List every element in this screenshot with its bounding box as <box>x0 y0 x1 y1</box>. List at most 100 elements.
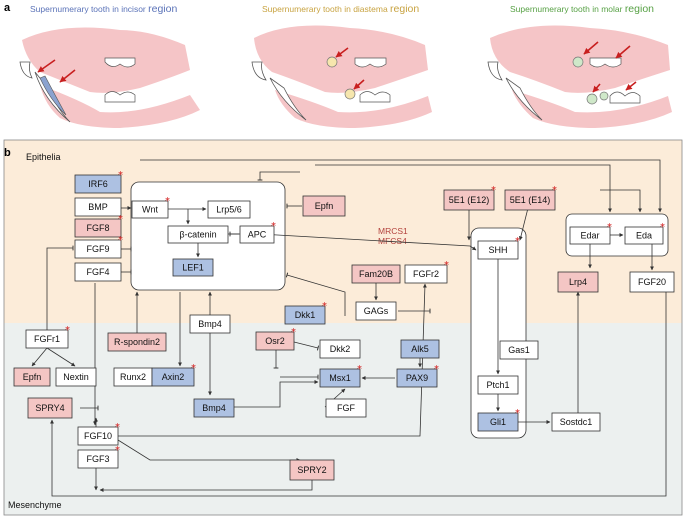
svg-text:Eda: Eda <box>636 231 652 241</box>
node-dkk1: Dkk1 * <box>284 301 327 325</box>
inhibition-edge <box>285 272 346 316</box>
node-lef1: LEF1 <box>172 258 214 277</box>
activation-edge <box>600 189 642 213</box>
svg-text:5E1 (E12): 5E1 (E12) <box>449 195 490 205</box>
panel-b-frame <box>3 139 683 516</box>
significance-star: * <box>165 196 170 207</box>
node-fgf3: FGF3 * <box>77 445 120 469</box>
jaw-molar-illustration <box>487 25 672 128</box>
svg-text:Edar: Edar <box>580 231 599 241</box>
svg-text:Lrp5/6: Lrp5/6 <box>216 205 242 215</box>
molar-title: Supernumerary tooth in molar region <box>510 3 654 15</box>
shh-pathway-group <box>470 227 527 439</box>
svg-text:SPRY2: SPRY2 <box>297 465 326 475</box>
svg-text:Wnt: Wnt <box>142 205 159 215</box>
node-e14: 5E1 (E14)* <box>504 185 557 211</box>
svg-text:FGF3: FGF3 <box>86 454 109 464</box>
node-fgfr1: FGFr1* <box>25 325 70 349</box>
svg-text:β-catenin: β-catenin <box>179 230 216 240</box>
node-runx2: Runx2 <box>113 367 153 387</box>
svg-text:Lrp4: Lrp4 <box>569 277 587 287</box>
node-edar: Edar * <box>569 222 612 245</box>
svg-text:FGFr2: FGFr2 <box>413 269 439 279</box>
svg-text:Alk5: Alk5 <box>411 344 429 354</box>
incisor-title: Supernumerary tooth in incisor region <box>30 3 177 15</box>
node-gas1: Gas1 <box>499 340 539 360</box>
node-rspondin2: R-spondin2 <box>107 332 167 352</box>
svg-text:APC: APC <box>248 230 267 240</box>
significance-star: * <box>491 185 496 196</box>
svg-text:PAX9: PAX9 <box>406 373 428 383</box>
activation-edge <box>118 283 427 437</box>
node-fgf9: FGF9* <box>74 235 123 259</box>
activation-edge <box>46 347 76 367</box>
node-bmp: BMP <box>74 197 122 217</box>
significance-star: * <box>118 235 123 246</box>
node-msx1: Msx1 * <box>319 364 362 388</box>
activation-edge <box>99 480 313 492</box>
svg-text:Runx2: Runx2 <box>120 372 146 382</box>
panel-a-letter: a <box>4 2 11 14</box>
inhibition-edge <box>257 171 300 181</box>
svg-text:Dkk2: Dkk2 <box>330 344 351 354</box>
node-apc: APC* <box>239 221 276 244</box>
significance-star: * <box>434 364 439 375</box>
significance-star: * <box>65 325 70 336</box>
svg-text:BMP: BMP <box>88 202 108 212</box>
activation-edge <box>234 380 319 408</box>
epithelia-label: Epithelia <box>26 152 61 162</box>
node-bmp4b: Bmp4 <box>193 398 235 418</box>
panel-b-label: b <box>4 147 11 159</box>
mfcs4-label: MFCS4 <box>378 236 407 246</box>
significance-star: * <box>115 445 120 456</box>
node-spry2: SPRY2 <box>289 459 335 481</box>
pathway-nodes: IRF6*BMPFGF8*FGF9*FGF4Wnt*Lrp5/6β-cateni… <box>13 170 675 481</box>
significance-star: * <box>322 301 327 312</box>
pathway-edges <box>31 159 667 497</box>
node-fgf: FGF <box>325 398 367 418</box>
node-ptch1: Ptch1 <box>477 375 519 395</box>
node-lrp56: Lrp5/6 <box>207 200 251 219</box>
svg-text:SPRY4: SPRY4 <box>35 403 64 413</box>
activation-edge <box>50 292 667 497</box>
svg-text:Osr2: Osr2 <box>265 336 285 346</box>
node-bmp4a: Bmp4 <box>189 314 231 334</box>
node-epfn-top: Epfn <box>302 195 346 217</box>
svg-text:Epfn: Epfn <box>23 372 42 382</box>
svg-text:R-spondin2: R-spondin2 <box>114 337 160 347</box>
significance-star: * <box>660 222 665 233</box>
significance-star: * <box>115 422 120 433</box>
svg-text:5E1 (E14): 5E1 (E14) <box>510 195 551 205</box>
svg-text:LEF1: LEF1 <box>182 263 204 273</box>
svg-text:Gas1: Gas1 <box>508 345 530 355</box>
node-eda: Eda * <box>624 222 665 245</box>
significance-star: * <box>515 236 520 247</box>
node-gli1: Gli1* <box>477 408 520 432</box>
node-fgf8: FGF8* <box>74 214 123 238</box>
svg-text:FGF10: FGF10 <box>84 431 112 441</box>
significance-star: * <box>191 363 196 374</box>
svg-text:Msx1: Msx1 <box>329 373 351 383</box>
node-fgf10: FGF10* <box>77 422 120 446</box>
svg-text:SHH: SHH <box>488 245 507 255</box>
significance-star: * <box>607 222 612 233</box>
svg-text:Axin2: Axin2 <box>162 372 185 382</box>
activation-edge <box>117 439 301 462</box>
mrcs1-label: MRCS1 <box>378 226 408 236</box>
node-irf6: IRF6* <box>74 170 123 194</box>
node-sostdc1: Sostdc1 <box>551 412 601 432</box>
svg-text:Dkk1: Dkk1 <box>295 310 316 320</box>
significance-star: * <box>118 170 123 181</box>
diastema-title: Supernumerary tooth in diastema region <box>262 3 419 15</box>
node-epfn-bot: Epfn <box>13 367 51 387</box>
svg-text:Gli1: Gli1 <box>490 417 506 427</box>
node-spry4: SPRY4 <box>27 397 73 419</box>
significance-star: * <box>357 364 362 375</box>
node-fgf20: FGF20 <box>629 271 675 293</box>
node-nextin: Nextin <box>55 367 97 387</box>
node-fgfr2: FGFr2* <box>404 260 449 284</box>
svg-text:FGF20: FGF20 <box>638 277 666 287</box>
node-fam20b: Fam20B <box>351 264 401 284</box>
activation-edge <box>315 164 612 213</box>
svg-text:Ptch1: Ptch1 <box>486 380 509 390</box>
